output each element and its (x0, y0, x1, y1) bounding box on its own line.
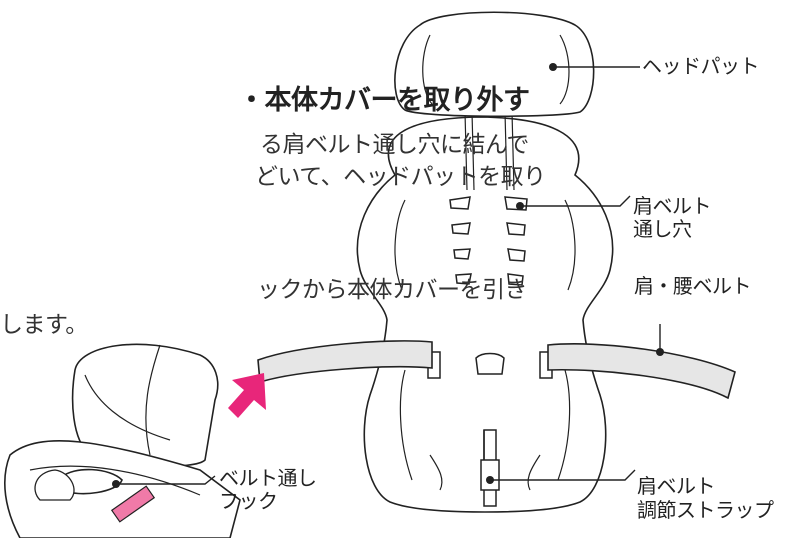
leader-dots (112, 63, 664, 488)
label-belt-hook-1: ベルト通し (219, 466, 317, 490)
head-pad (394, 11, 595, 118)
label-shoulder-waist-belt: 肩・腰ベルト (634, 274, 752, 298)
adjust-strap (480, 429, 500, 507)
label-adjust-strap-1: 肩ベルト (637, 474, 716, 498)
hook-inset (4, 343, 241, 538)
belt-holes (449, 196, 528, 286)
instruction-line-1: る肩ベルト通し穴に結んで (260, 132, 529, 158)
instruction-line-2: どいて、ヘッドパットを取り (255, 164, 546, 190)
label-adjust-strap-2: 調節ストラップ (637, 498, 774, 522)
label-head-pad: ヘッドパット (642, 54, 760, 78)
hook-slot (110, 485, 156, 523)
label-belt-hole-1: 肩ベルト (633, 194, 712, 218)
direction-arrow (228, 373, 266, 418)
leader-lines (116, 66, 661, 485)
section-heading: ・本体カバーを取り外す (238, 85, 530, 116)
head-pad-cables (464, 111, 515, 191)
instruction-line-4: します。 (0, 312, 88, 338)
seat-cushion (356, 116, 614, 513)
label-belt-hook-2: フック (219, 489, 278, 513)
instruction-line-3: ックから本体カバーを引き (257, 277, 528, 303)
shoulder-waist-belts (257, 340, 736, 400)
label-belt-hole-2: 通し穴 (633, 217, 692, 241)
